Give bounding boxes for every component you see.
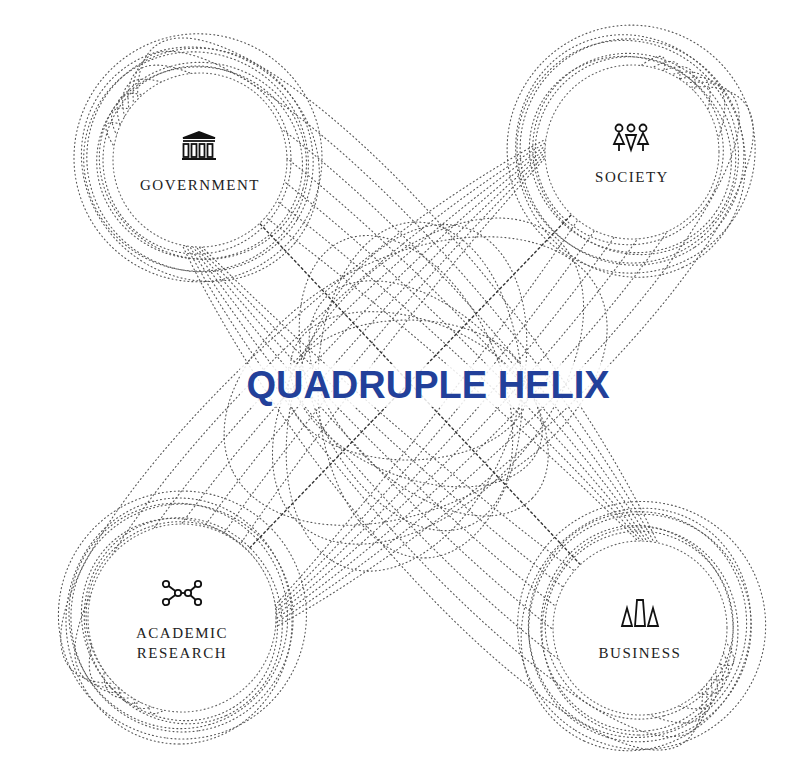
helix-loop: [51, 20, 763, 750]
helix-loop: [65, 8, 775, 764]
helix-loop: [73, 24, 741, 745]
swirl-loop: [23, 0, 373, 333]
sector-label: ACADEMIC RESEARCH: [117, 623, 247, 664]
helix-loop: [0, 7, 803, 763]
sector-icon: [179, 130, 221, 161]
sector-icon: [161, 578, 203, 609]
swirl-loop: [103, 66, 291, 254]
swirl-loop: [48, 483, 313, 748]
sector-icon: [619, 598, 661, 629]
swirl-loop: [491, 12, 777, 296]
swirl-loop: [51, 486, 315, 756]
helix-loop: [73, 49, 767, 739]
center-loop: [212, 159, 644, 602]
sector-label: GOVERNMENT: [140, 175, 260, 195]
helix-loop: [69, 28, 771, 760]
swirl-loop: [482, 470, 791, 764]
sector-icon: [611, 122, 653, 153]
helix-loop: [30, 16, 785, 754]
swirl-loop: [84, 54, 315, 273]
helix-loop: [57, 0, 783, 764]
sector-circle: BUSINESS: [552, 540, 728, 716]
sector-label: BUSINESS: [599, 643, 682, 663]
sector-circle: GOVERNMENT: [112, 72, 288, 248]
swirl-loop: [512, 496, 763, 753]
swirl-loop: [42, 475, 322, 755]
circle-outline: [544, 64, 720, 240]
swirl-loop: [501, 487, 780, 764]
center-loop: [177, 178, 654, 583]
swirl-loop: [56, 490, 308, 747]
circle-outline: [552, 540, 728, 716]
helix-loop: [9, 12, 803, 759]
diagram-title: QUADRUPLE HELIX: [240, 364, 615, 407]
swirl-loop: [540, 525, 740, 736]
helix-loop: [61, 0, 779, 764]
sector-circle: ACADEMIC RESEARCH: [87, 523, 277, 713]
swirl-loop: [524, 510, 754, 740]
swirl-loop: [476, 0, 785, 315]
sector-label: SOCIETY: [595, 167, 669, 187]
sector-circle: SOCIETY: [544, 64, 720, 240]
swirl-loop: [45, 5, 356, 314]
swirl-loop: [476, 0, 786, 304]
swirl-loop: [42, 477, 314, 754]
circle-outline: [87, 523, 277, 713]
swirl-loop: [470, 454, 803, 764]
swirl-loop: [477, 0, 787, 308]
